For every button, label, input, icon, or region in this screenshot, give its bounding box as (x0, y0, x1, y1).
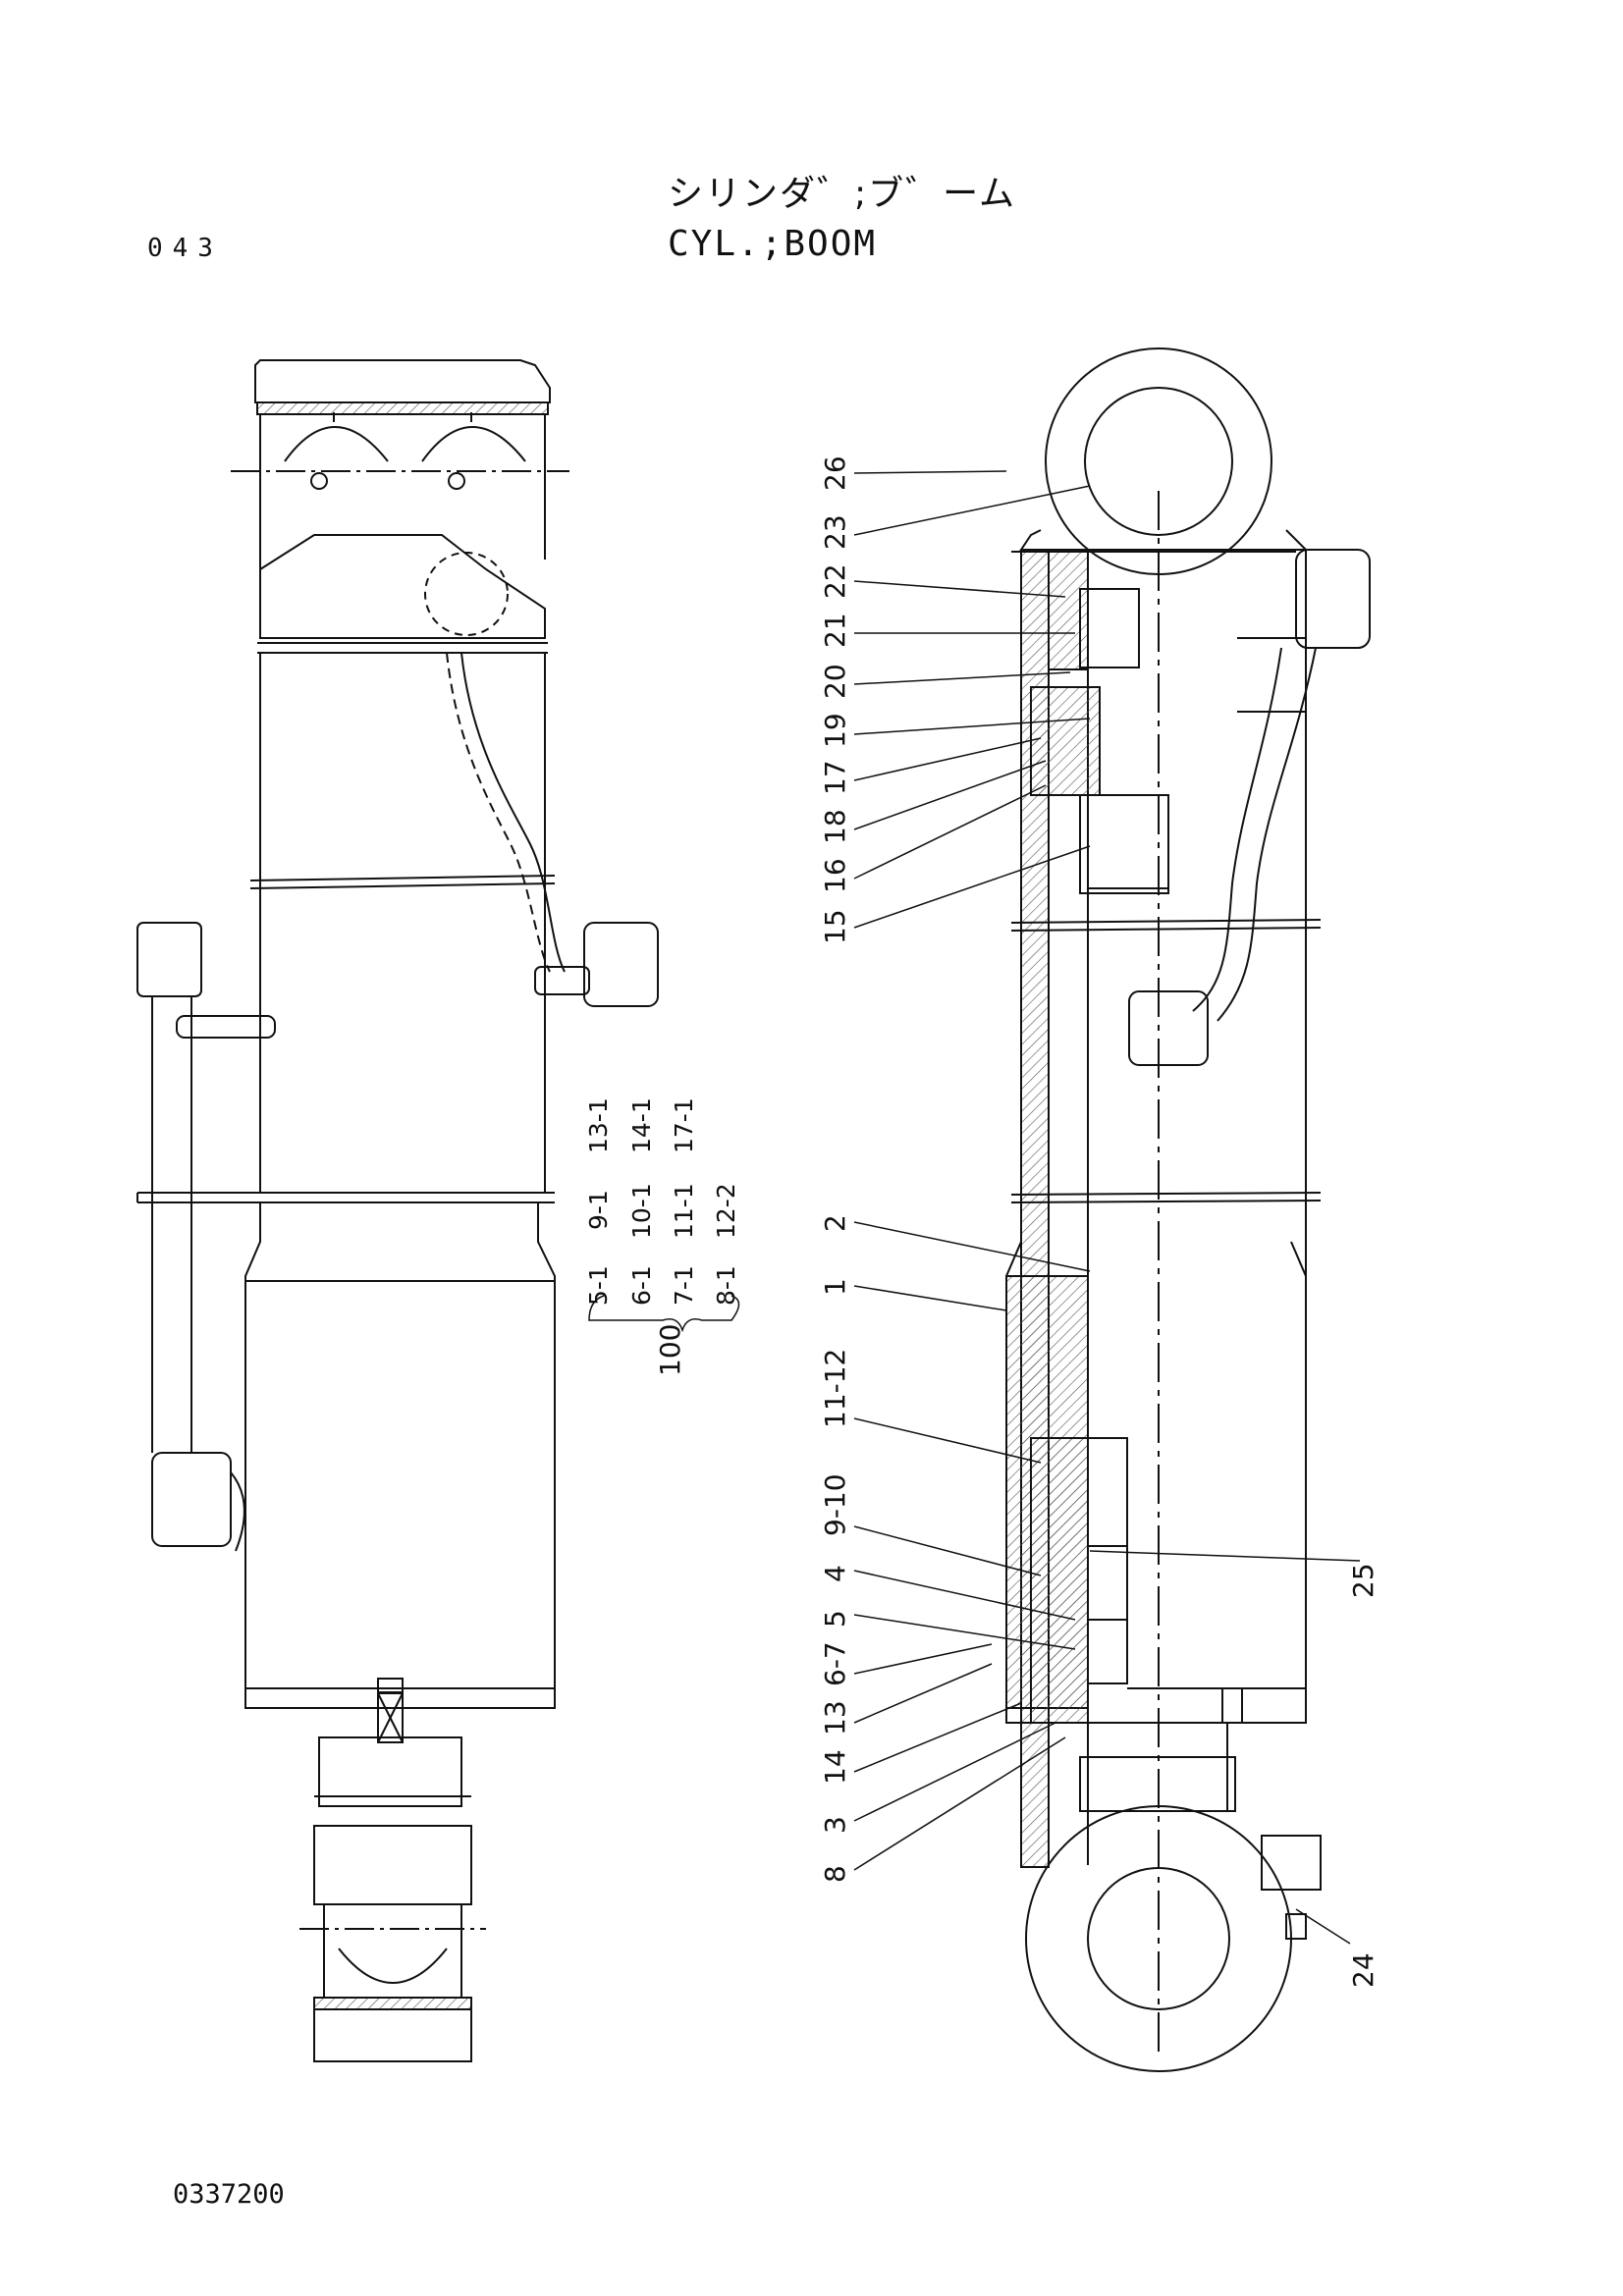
kit-label: 100 (654, 1324, 686, 1376)
kit-cell: 5-1 (584, 1265, 613, 1306)
kit-cell: 13-1 (584, 1097, 613, 1153)
callout-11-12: 11-12 (819, 1349, 851, 1428)
callout-16: 16 (819, 858, 851, 893)
callout-20: 20 (819, 664, 851, 699)
drawing-number: 0337200 (173, 2179, 285, 2210)
callout-19: 19 (819, 713, 851, 748)
kit-cell: 10-1 (627, 1183, 656, 1239)
kit-cell: 7-1 (670, 1265, 698, 1306)
callout-17: 17 (819, 760, 851, 795)
callout-3: 3 (819, 1816, 851, 1834)
callout-24: 24 (1347, 1952, 1380, 1988)
callout-2: 2 (819, 1214, 851, 1232)
kit-cell: 8-1 (712, 1265, 740, 1306)
title-english: CYL.;BOOM (668, 224, 878, 264)
page-number: 043 (147, 234, 223, 263)
callout-1: 1 (819, 1278, 851, 1296)
callout-22: 22 (819, 563, 851, 599)
callout-9-10: 9-10 (819, 1473, 851, 1536)
callout-15: 15 (819, 909, 851, 944)
callout-5: 5 (819, 1610, 851, 1628)
callout-8: 8 (819, 1865, 851, 1883)
kit-cell: 17-1 (670, 1097, 698, 1153)
kit-cell: 12-2 (712, 1183, 740, 1239)
callout-25: 25 (1347, 1563, 1380, 1598)
callout-14: 14 (819, 1749, 851, 1785)
callout-13: 13 (819, 1700, 851, 1735)
callout-26: 26 (819, 455, 851, 491)
callout-23: 23 (819, 514, 851, 550)
kit-cell: 11-1 (670, 1183, 698, 1239)
repair-kit-table: 100 5-1 9-1 13-1 6-1 10-1 14-1 7-1 11-1 … (584, 1097, 740, 1376)
leader-lines (853, 470, 1361, 1945)
callout-21: 21 (819, 613, 851, 648)
callout-4: 4 (819, 1565, 851, 1582)
kit-cell: 14-1 (627, 1097, 656, 1153)
right-view (1005, 347, 1371, 2072)
callout-6-7: 6-7 (819, 1641, 851, 1686)
callout-labels: 26 23 22 21 20 19 17 18 16 15 2 1 11-12 … (819, 455, 1380, 1988)
title-japanese: シリンダ゛;ブ゛ーム (668, 174, 1017, 214)
callout-18: 18 (819, 809, 851, 844)
kit-cell: 6-1 (627, 1265, 656, 1306)
left-view (136, 359, 659, 2062)
kit-cell: 9-1 (584, 1190, 613, 1230)
